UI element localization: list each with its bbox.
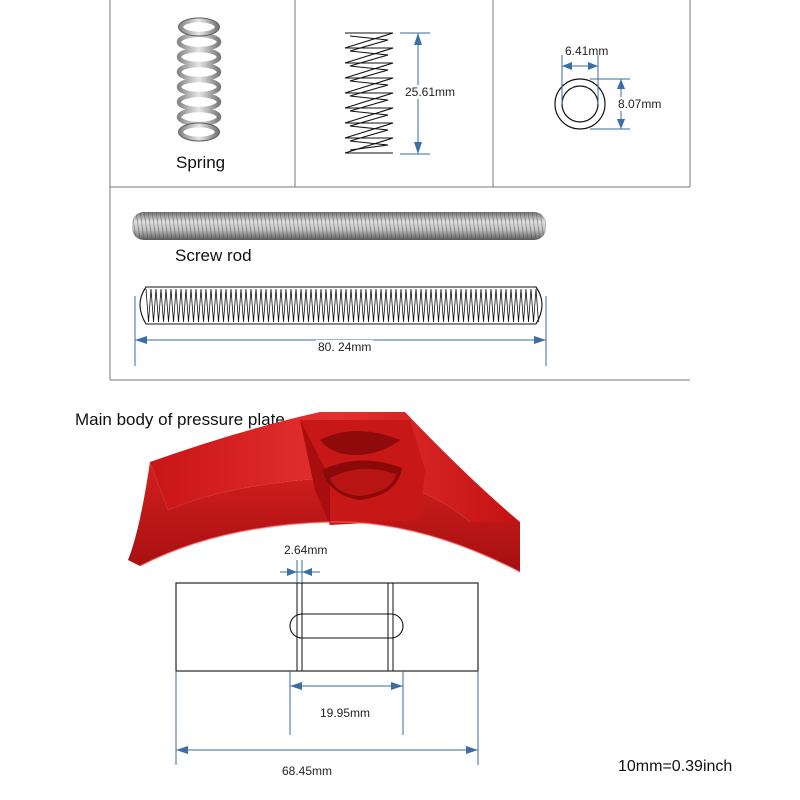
pressure-plate-label: Main body of pressure plate <box>75 410 285 429</box>
unit-conversion-note: 10mm=0.39inch <box>618 758 733 775</box>
slot-length-dimension: 19.95mm <box>320 706 371 720</box>
slot-width-dimension: 2.64mm <box>284 543 328 557</box>
screw-thread-lines <box>145 288 539 323</box>
spring-outer-diameter-dimension: 8.07mm <box>617 97 663 111</box>
screw-rod-length-dimension: 80. 24mm <box>316 340 374 354</box>
plate-total-length-dimension: 68.45mm <box>282 764 333 778</box>
spring-inner-diameter-dimension: 6.41mm <box>565 44 609 58</box>
spring-label: Spring <box>176 153 226 172</box>
screw-rod-label: Screw rod <box>175 246 252 265</box>
spring-length-dimension: 25.61mm <box>404 85 457 99</box>
